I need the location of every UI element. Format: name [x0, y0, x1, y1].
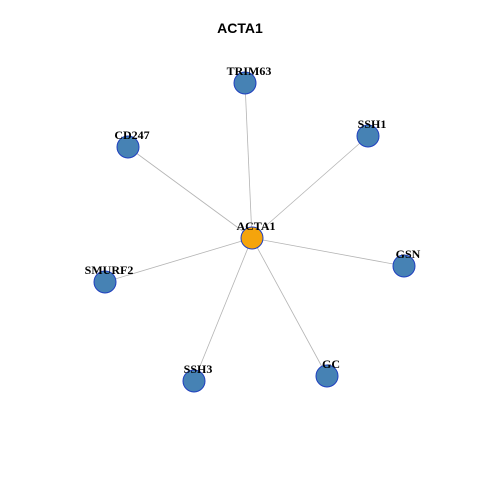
node-label-ssh1: SSH1	[358, 117, 387, 131]
node-gc	[315, 364, 339, 388]
node-trim63	[233, 71, 257, 95]
edge-acta1-trim63	[244, 82, 253, 239]
edge-acta1-ssh1	[251, 135, 369, 239]
edge-acta1-smurf2	[104, 237, 253, 283]
node-smurf2	[93, 270, 117, 294]
edge-acta1-cd247	[127, 146, 253, 239]
node-label-smurf2: SMURF2	[85, 263, 134, 277]
node-label-gc: GC	[322, 357, 340, 371]
node-label-trim63: TRIM63	[227, 64, 272, 78]
node-label-ssh3: SSH3	[184, 362, 213, 376]
edge-acta1-gsn	[251, 237, 405, 267]
node-cd247	[116, 135, 140, 159]
edge-layer	[104, 82, 405, 382]
node-label-acta1: ACTA1	[236, 219, 275, 233]
node-label-cd247: CD247	[114, 128, 149, 142]
node-gsn	[392, 254, 416, 278]
node-acta1	[240, 226, 264, 250]
node-ssh1	[356, 124, 380, 148]
node-ssh3	[182, 369, 206, 393]
edge-acta1-gc	[251, 237, 328, 377]
node-label-gsn: GSN	[396, 247, 421, 261]
edge-acta1-ssh3	[193, 237, 253, 382]
page-title: ACTA1	[217, 20, 263, 36]
